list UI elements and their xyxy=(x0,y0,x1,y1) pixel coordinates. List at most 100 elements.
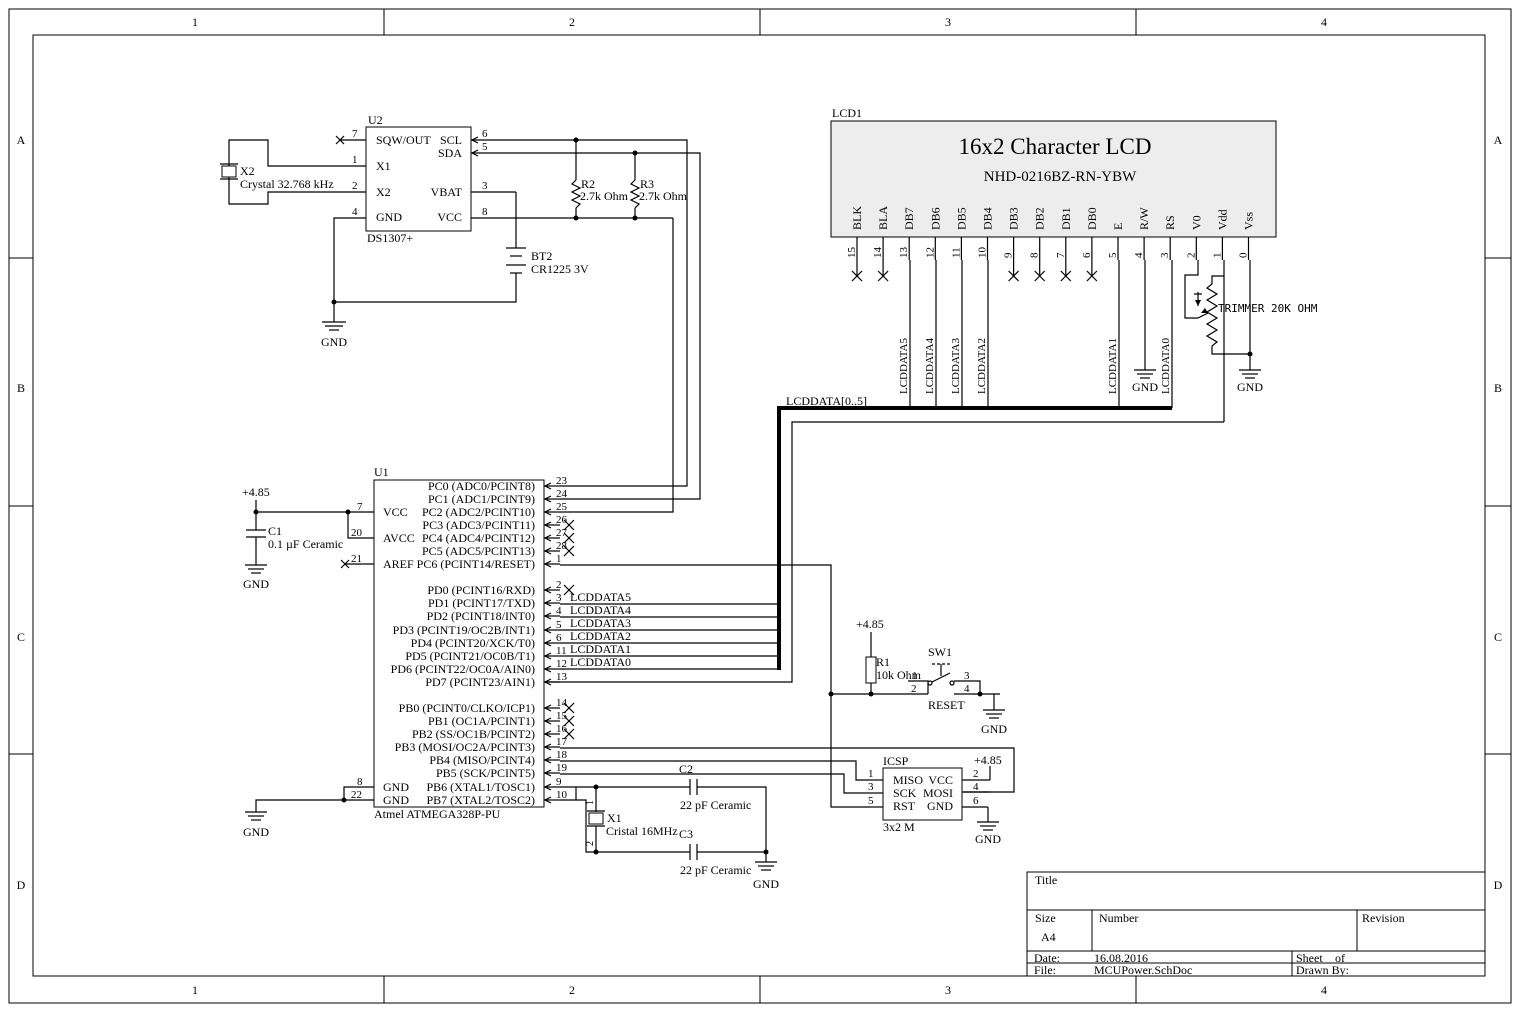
drawn-by-label: Drawn By: xyxy=(1296,963,1349,977)
lcd-pin-number-db3: 9 xyxy=(1003,252,1015,258)
row-label-right-d: D xyxy=(1494,878,1503,892)
mcu-nc-b-pb2 xyxy=(563,728,575,740)
col-label-bottom-1: 1 xyxy=(192,983,198,997)
lcd-nc-mark-b-blk xyxy=(851,270,863,282)
r2-value: 2.7k Ohm xyxy=(580,189,629,203)
c3-value: 22 pF Ceramic xyxy=(680,863,751,877)
mcu-pinnum-20: 20 xyxy=(351,527,363,539)
mcu-body xyxy=(373,479,545,808)
mcu-power-label: +4.85 xyxy=(242,485,270,499)
mcu-pinnum-pb4: 18 xyxy=(556,749,568,761)
mcu-nc-b-pb1 xyxy=(563,715,575,727)
mcu-part: Atmel ATMEGA328P-PU xyxy=(374,807,501,821)
rtc-pin-vbat: VBAT xyxy=(431,185,463,199)
lcd-pin-label-v0: V0 xyxy=(1189,215,1203,230)
trimmer-label: TRIMMER 20K OHM xyxy=(1218,302,1318,315)
rtc-pin-scl: SCL xyxy=(440,133,462,147)
sw1-ref: SW1 xyxy=(928,645,952,659)
mcu-pinnum-pd1: 3 xyxy=(556,592,562,604)
icsp-pin-rst: RST xyxy=(893,799,916,813)
icsp-pinnum-3: 3 xyxy=(868,781,874,793)
rtc-pinnum-7: 7 xyxy=(352,128,358,140)
mcu-pinnum-pc0: 23 xyxy=(556,475,568,487)
rtc-pin-sqw: SQW/OUT xyxy=(376,133,431,147)
lcd-title: 16x2 Character LCD xyxy=(959,134,1152,159)
mcu-nc-b-pc3 xyxy=(563,519,575,531)
file-label: File: xyxy=(1034,963,1056,977)
gnd-label-reset: GND xyxy=(981,722,1007,736)
rtc-part: DS1307+ xyxy=(367,231,413,245)
lcd-pin-number-bla: 14 xyxy=(872,247,884,259)
c1-ref: C1 xyxy=(268,524,282,538)
rtc-pin-vcc: VCC xyxy=(437,210,462,224)
mcu-pin-arrow-pb5 xyxy=(543,769,552,777)
rtc-pinnum-6: 6 xyxy=(482,128,488,140)
lcd-pin-number-db0: 6 xyxy=(1081,252,1093,258)
mcu-pin-arrow-pd1 xyxy=(543,599,552,607)
icsp-header: ICSP 3x2 M MISO SCK RST VCC MOSI GND GND… xyxy=(868,753,1002,846)
net-label-pd4: LCDDATA2 xyxy=(570,629,631,643)
mcu-pin-aref: AREF xyxy=(383,557,414,571)
lcd-pin-label-vdd: Vdd xyxy=(1215,209,1229,230)
lcd-pin-label-e: E xyxy=(1111,223,1125,230)
mcu-pinnum-pd7: 13 xyxy=(556,671,568,683)
lcd-pin-label-db4: DB4 xyxy=(981,207,995,230)
gnd-label-rtc: GND xyxy=(321,335,347,349)
gnd-label-icsp: GND xyxy=(975,832,1001,846)
gnd-label-rw: GND xyxy=(1132,380,1158,394)
rtc-pinnum-5: 5 xyxy=(482,141,488,153)
mcu-pin-pd1: PD1 (PCINT17/TXD) xyxy=(428,596,535,610)
lcd-pin-number-db4: 10 xyxy=(977,247,989,259)
icsp-pinnum-1: 1 xyxy=(868,768,874,780)
mcu-pinnum-pd3: 5 xyxy=(556,619,562,631)
net-label-pd3: LCDDATA3 xyxy=(570,616,631,630)
rtc-body xyxy=(365,126,472,232)
lcd-pin-label-db5: DB5 xyxy=(954,207,968,230)
title-block: Title Size A4 Number Revision Date: 16.0… xyxy=(1026,871,1486,977)
rtc-pinnum-1: 1 xyxy=(352,154,358,166)
lcd-pin-number-rs: 3 xyxy=(1159,252,1171,258)
icsp-pin-sck: SCK xyxy=(893,786,917,800)
mcu-pin-pc6: PC6 (PCINT14/RESET) xyxy=(417,557,535,571)
mcu-designator: U1 xyxy=(374,465,389,479)
row-label-right-b: B xyxy=(1494,381,1502,395)
mcu-pinnum-22: 22 xyxy=(351,789,362,801)
mcu-pin-arrow-pb4 xyxy=(543,756,552,764)
lcd-body xyxy=(830,120,1277,238)
row-label-left-c: C xyxy=(17,630,25,644)
lcd-nc-mark-b-db2 xyxy=(1034,270,1046,282)
mcu-pin-pb1: PB1 (OC1A/PCINT1) xyxy=(428,714,535,728)
gnd-label-osc: GND xyxy=(753,877,779,891)
rtc-pin-gnd: GND xyxy=(376,210,402,224)
rtc-pin-sda: SDA xyxy=(438,146,462,160)
col-label-top-3: 3 xyxy=(945,15,951,29)
mcu-nc-b-pb0 xyxy=(563,702,575,714)
mcu-pin-arrow-pd3 xyxy=(543,626,552,634)
mcu-pin-pc4: PC4 (ADC4/PCINT12) xyxy=(422,531,535,545)
icsp-body xyxy=(882,767,963,821)
mcu-pinnum-21: 21 xyxy=(351,553,362,565)
lcd-pin-number-v0: 2 xyxy=(1185,253,1197,259)
x1-pin1: 1 xyxy=(585,800,596,805)
col-label-top-1: 1 xyxy=(192,15,198,29)
mcu-pin-avcc: AVCC xyxy=(383,531,415,545)
icsp-pinnum-4: 4 xyxy=(973,781,979,793)
c2-value: 22 pF Ceramic xyxy=(680,798,751,812)
mcu-pinnum-pb6: 9 xyxy=(556,776,562,788)
r3-value: 2.7k Ohm xyxy=(639,189,688,203)
revision-label: Revision xyxy=(1362,911,1405,925)
x1-ref: X1 xyxy=(607,811,622,825)
lcd-nc-mark-b-db1 xyxy=(1060,270,1072,282)
icsp-pin-gnd: GND xyxy=(927,799,953,813)
file-value: MCUPower.SchDoc xyxy=(1094,963,1192,977)
icsp-power-label: +4.85 xyxy=(974,753,1002,767)
net-label-lcd-rs: LCDDATA0 xyxy=(1160,338,1172,394)
mcu-pin-pb6: PB6 (XTAL1/TOSC1) xyxy=(427,780,536,794)
mcu-pin-pb5: PB5 (SCK/PCINT5) xyxy=(436,766,535,780)
rtc-designator: U2 xyxy=(368,113,383,127)
r1-value: 10k Ohm xyxy=(876,668,922,682)
r1-ref: R1 xyxy=(876,655,890,669)
lcd-pin-number-rw: 4 xyxy=(1133,252,1145,258)
bt2-ref: BT2 xyxy=(531,249,552,263)
mcu-pin-arrow-pc5 xyxy=(543,547,552,555)
